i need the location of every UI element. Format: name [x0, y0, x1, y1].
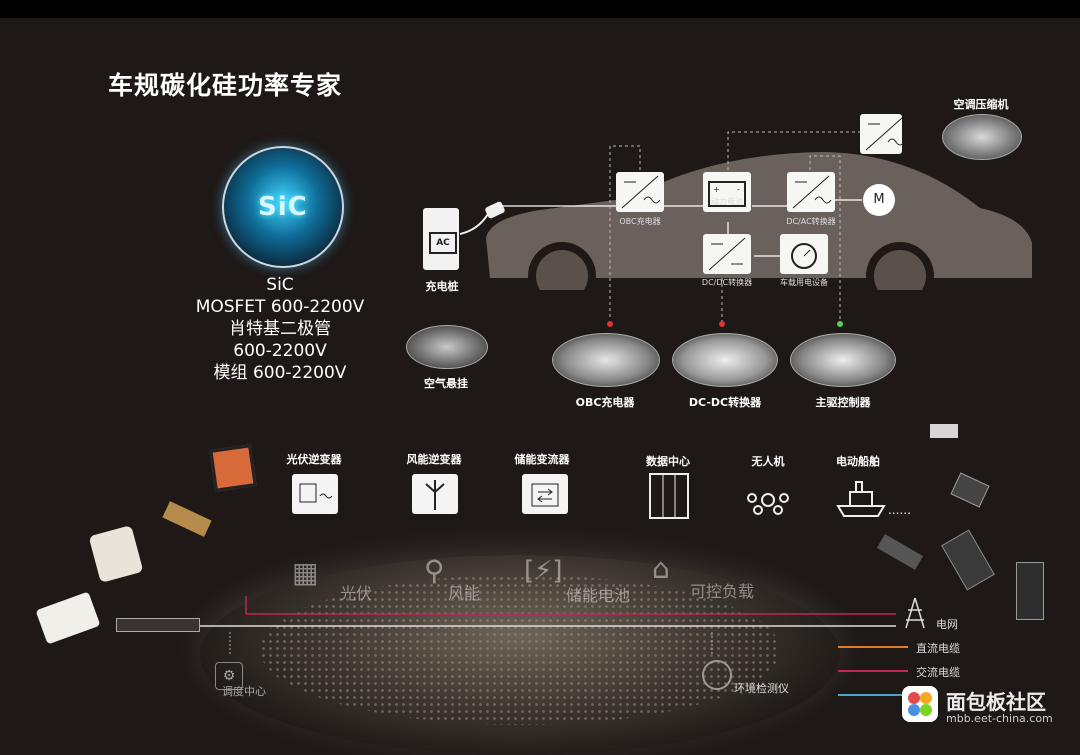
grid-label-controllable-load: 可控负载: [690, 582, 755, 601]
top-bar: [0, 0, 1080, 18]
to220-package-image: [1016, 562, 1044, 620]
watermark-url: mbb.eet-china.com: [946, 712, 1053, 725]
wiring-diagram: [490, 131, 862, 327]
house-load-icon: ⌂: [652, 552, 670, 585]
legend-label-dc-cable: 直流电缆: [916, 642, 960, 655]
legend-swatch-dc: [838, 646, 908, 648]
air-suspension-label: 空气悬挂: [424, 377, 468, 390]
app-label-energy-storage-converter: 储能变流器: [514, 453, 570, 466]
battery-node: +-: [703, 172, 751, 212]
wafer-dies: [260, 575, 780, 725]
watermark-site-name: 面包板社区: [946, 690, 1046, 714]
charging-pile-icon: AC: [423, 208, 459, 270]
obc-charger-node: [616, 172, 664, 212]
smd-package-image: [950, 472, 990, 508]
chip-package-image: [209, 444, 257, 492]
electric-ship-icon: ......: [834, 476, 934, 520]
pv-inverter-icon: [292, 474, 338, 514]
battery-node-label: 动力电池: [711, 197, 743, 206]
dcac-converter-node-label: DC/AC转换器: [786, 217, 836, 226]
dcdc-converter-product-image: [672, 333, 778, 387]
power-module-image-2: [35, 591, 101, 645]
sot-package-image: [930, 424, 958, 438]
battery-storage-icon: [⚡]: [524, 556, 563, 586]
dcac-converter-node: [787, 172, 835, 212]
ac-compressor-image: [942, 114, 1022, 160]
grid-label-storage: 储能电池: [566, 586, 631, 605]
grid-label-wind: 风能: [448, 584, 481, 603]
data-center-icon: [646, 470, 692, 522]
dispatch-center-label: 调度中心: [222, 685, 266, 698]
ac-compressor-converter-node: [860, 114, 905, 154]
legend-label-grid: 电网: [936, 618, 958, 631]
ac-compressor-label: 空调压缩机: [953, 98, 1009, 111]
environment-monitor-icon: [702, 660, 732, 690]
discrete-package-image: [162, 501, 212, 537]
main-drive-controller-product-image: [790, 333, 896, 387]
app-label-data-center: 数据中心: [646, 455, 690, 468]
obc-charger-node-label: OBC充电器: [619, 217, 661, 226]
grid-label-solar: 光伏: [340, 584, 373, 603]
wind-inverter-icon: [412, 474, 458, 514]
drone-icon: [744, 478, 792, 518]
car-silhouette: [486, 152, 1032, 290]
onboard-equipment-node-label: 车载用电设备: [780, 278, 828, 287]
sic-logo-text: SiC: [258, 192, 308, 222]
dispatch-center-icon: ⚙: [215, 662, 243, 690]
spec-line: 模组 600-2200V: [213, 363, 347, 383]
svg-text:+: +: [713, 185, 720, 194]
onboard-equipment-node: [780, 234, 828, 274]
spec-line: 肖特基二极管: [229, 319, 331, 339]
ac-label: AC: [429, 232, 457, 254]
svg-text:......: ......: [888, 503, 911, 517]
page-title: 车规碳化硅功率专家: [108, 71, 343, 100]
power-tower-icon: [905, 597, 925, 629]
spec-line: 600-2200V: [233, 341, 327, 361]
svg-text:-: -: [737, 185, 740, 194]
dcdc-converter-node-label: DC/DC转换器: [701, 278, 753, 287]
to247-package-image: [941, 529, 995, 591]
solar-panel-icon: ▦: [292, 556, 319, 589]
obc-charger-product-image: [552, 333, 660, 387]
legend-swatch-ac: [838, 670, 908, 672]
app-label-pv-inverter: 光伏逆变器: [286, 453, 342, 466]
sic-chip-image: SiC: [222, 146, 344, 268]
spec-line: SiC: [266, 275, 294, 295]
legend: 电网 直流电缆 交流电缆: [838, 596, 1078, 706]
legend-label-ac-cable: 交流电缆: [916, 666, 960, 679]
wind-turbine-icon: ⚲: [424, 554, 445, 587]
dcdc-converter-product-label: DC-DC转换器: [688, 396, 762, 409]
to-package-image: [876, 534, 924, 570]
power-module-image: [88, 525, 144, 583]
environment-monitor-label: 环境检测仪: [734, 682, 789, 695]
app-label-wind-inverter: 风能逆变器: [406, 453, 462, 466]
legend-swatch-signal: [838, 694, 908, 696]
dcdc-converter-node: [703, 234, 751, 274]
spec-line: MOSFET 600-2200V: [195, 297, 365, 317]
energy-storage-icon: [522, 474, 568, 514]
watermark-logo: [902, 686, 938, 722]
power-strip-icon: [116, 618, 200, 632]
air-suspension-image: [406, 325, 488, 369]
app-label-drone: 无人机: [751, 455, 785, 468]
motor-icon: M: [863, 184, 895, 216]
app-label-electric-ship: 电动船舶: [836, 455, 880, 468]
charging-pile-label: 充电桩: [425, 280, 459, 293]
main-drive-controller-product-label: 主驱控制器: [815, 396, 871, 409]
cable-lines: [116, 596, 896, 654]
obc-charger-product-label: OBC充电器: [575, 396, 635, 409]
